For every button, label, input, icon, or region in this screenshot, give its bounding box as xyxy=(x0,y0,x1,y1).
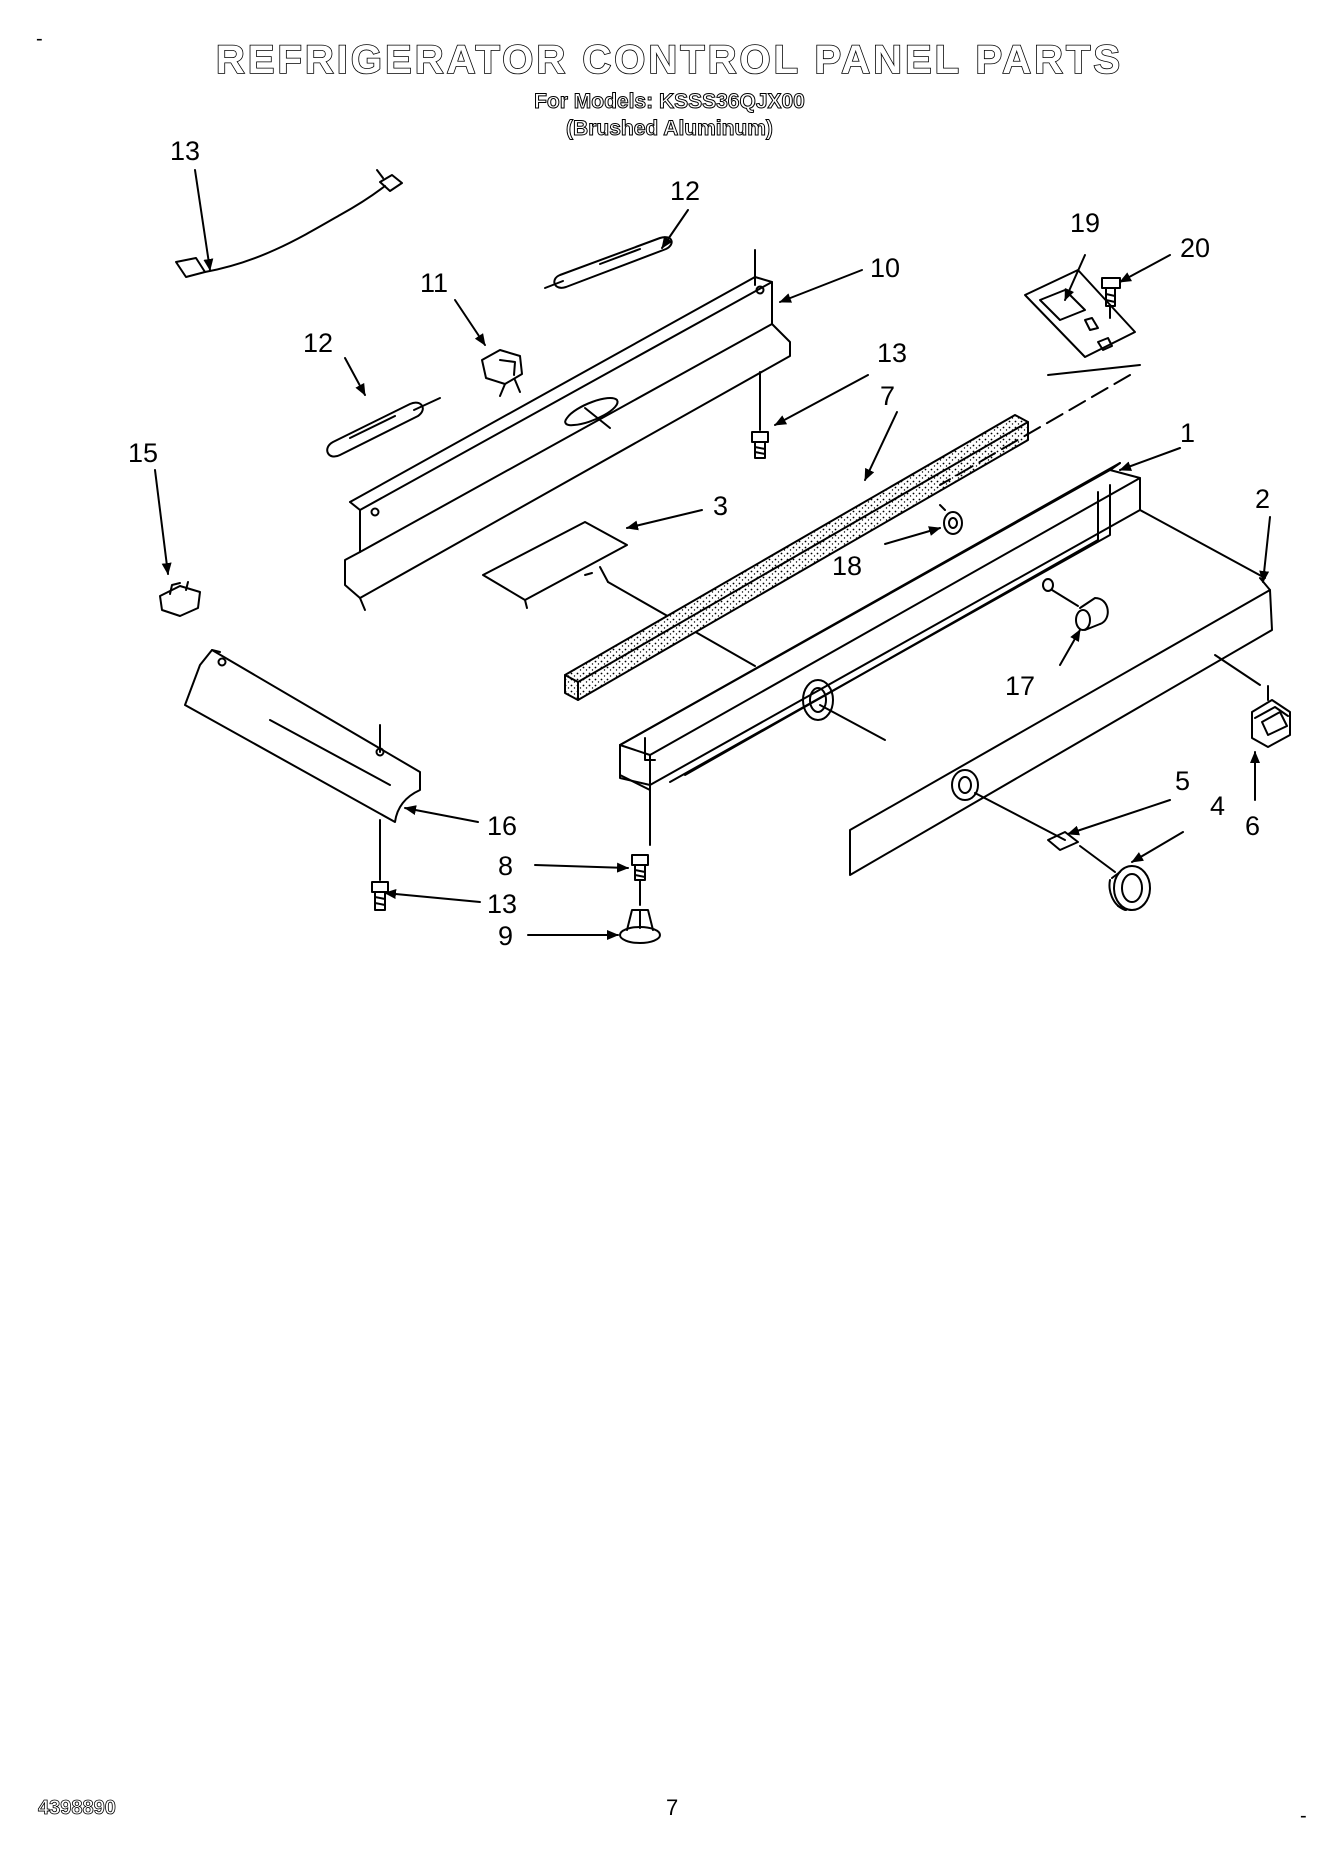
control-board xyxy=(1024,269,1136,358)
callout-13-upper: 13 xyxy=(877,338,907,368)
thermistor-lower xyxy=(326,397,441,458)
wire-harness xyxy=(175,169,403,278)
callout-20: 20 xyxy=(1180,233,1210,263)
thermistor-upper xyxy=(544,236,673,289)
knob-spring xyxy=(1047,831,1079,851)
callout-1: 1 xyxy=(1180,418,1195,448)
page-number: 7 xyxy=(666,1795,679,1820)
callout-8: 8 xyxy=(498,851,513,881)
callout-labels: 13 12 11 12 10 13 7 15 3 1 2 18 17 19 20… xyxy=(128,136,1270,951)
screw-upper xyxy=(751,371,769,459)
callout-16: 15 xyxy=(128,438,158,468)
bottom-trim xyxy=(184,649,421,881)
panel-overlay xyxy=(849,577,1273,876)
thermostat-clip xyxy=(481,349,523,397)
callout-3: 3 xyxy=(713,491,728,521)
mounting-clip xyxy=(159,581,201,617)
finish-subtitle: (Brushed Aluminum) xyxy=(566,117,774,141)
callout-12-upper: 12 xyxy=(670,176,700,206)
nut-9 xyxy=(619,909,661,944)
callout-4: 4 xyxy=(1210,791,1225,821)
callout-11: 11 xyxy=(420,268,448,298)
callout-10: 10 xyxy=(870,253,900,283)
page-title: REFRIGERATOR CONTROL PANEL PARTS xyxy=(215,37,1124,83)
callout-13-lower: 13 xyxy=(487,889,517,919)
rocker-switch xyxy=(1251,699,1291,748)
corner-mark-bottom: - xyxy=(1300,1805,1307,1827)
document-part-number: 4398890 xyxy=(38,1797,117,1820)
callout-17: 17 xyxy=(1005,671,1035,701)
callout-7: 7 xyxy=(880,381,895,411)
callout-2: 2 xyxy=(1255,484,1270,514)
models-subtitle: For Models: KSSS36QJX00 xyxy=(534,90,806,114)
control-knob xyxy=(1079,845,1151,911)
callout-18: 18 xyxy=(832,551,862,581)
screw-8 xyxy=(631,854,649,906)
screw-lower xyxy=(371,881,389,911)
foam-gasket xyxy=(564,414,1029,701)
callout-5: 5 xyxy=(1175,766,1190,796)
corner-mark-top: - xyxy=(36,28,43,50)
callout-14: 13 xyxy=(170,136,200,166)
control-bracket xyxy=(344,249,791,611)
callout-15: 16 xyxy=(487,811,517,841)
callout-12-lower: 12 xyxy=(303,328,333,358)
callout-arrows xyxy=(154,169,1271,940)
bushing xyxy=(939,504,963,535)
indicator-light xyxy=(1042,578,1109,631)
callout-19: 19 xyxy=(1070,208,1100,238)
callout-9: 9 xyxy=(498,921,513,951)
callout-6: 6 xyxy=(1245,811,1260,841)
